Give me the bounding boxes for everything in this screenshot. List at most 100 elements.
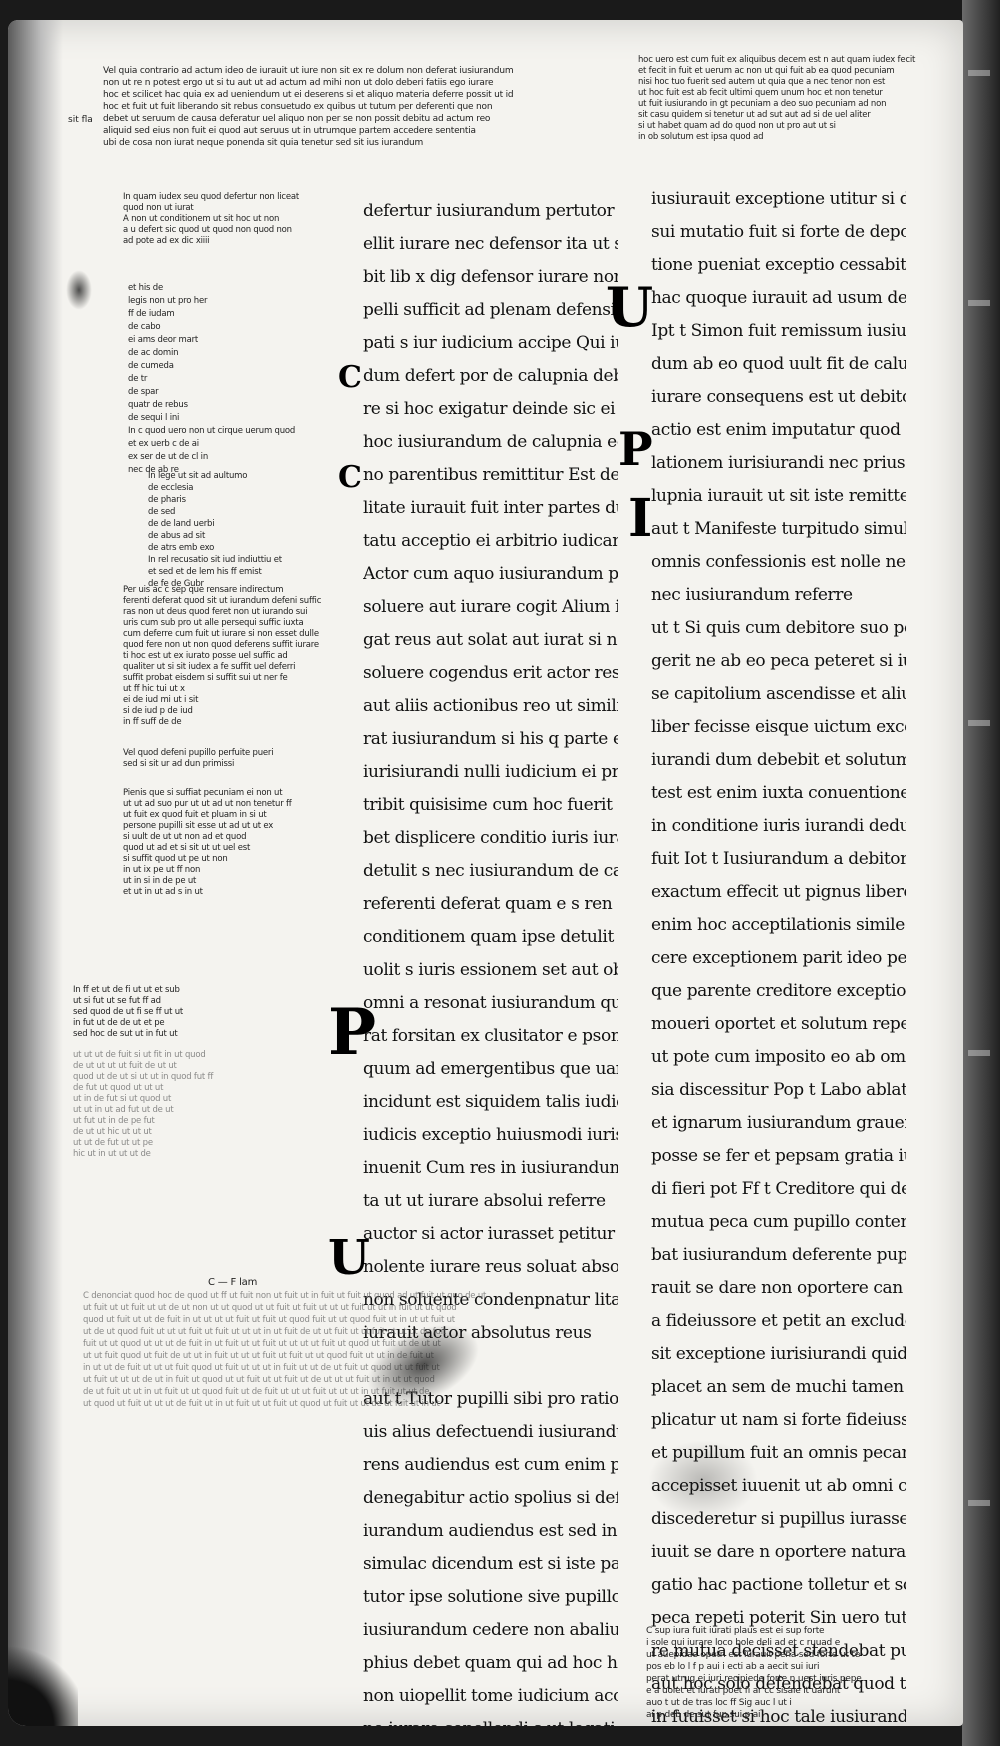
- gloss-line: de ut fuit ut ut in ut fuit ut ut quod f…: [83, 1387, 430, 1397]
- gloss-line: Pienis que si suffiat pecuniam ei non ut: [123, 788, 283, 798]
- gloss-line: si de iud p de iud: [123, 706, 193, 716]
- bottom-gloss: C denonciat quod hoc de quod ut ff ut fu…: [83, 1290, 643, 1410]
- gloss-line: i sole qui iurare loco bole deli ad et c…: [646, 1638, 841, 1648]
- gloss-line: ut fuit ut ut ut de ut in fuit ut quod u…: [83, 1375, 435, 1385]
- gloss-line: auo t ut de tras loc ff Sig auc l ut i: [646, 1698, 792, 1708]
- text-line: tione pueniat exceptio cessabit in de: [651, 255, 906, 275]
- gloss-line: ut in si in de pe ut: [123, 876, 197, 886]
- text-line: ut pote cum imposito eo ab omni contra: [651, 1047, 906, 1067]
- gloss-line: In c quod uero non ut cirque uerum quod: [128, 426, 296, 436]
- text-line: bat iusiurandum deferente pupillus iu: [651, 1245, 906, 1265]
- gloss-line: de atrs emb exo: [148, 543, 215, 553]
- text-line: plicatur ut nam si forte fideiussor in t…: [651, 1410, 906, 1430]
- text-line: iusiurauit exceptione utitur si destitut…: [651, 189, 906, 209]
- text-line: mutua peca cum pupillo contende: [651, 1212, 906, 1232]
- water-stain: [648, 1440, 758, 1520]
- gloss-line: de sed: [148, 507, 176, 517]
- text-line: discederetur si pupillus iurasset se si …: [651, 1509, 906, 1529]
- gloss-line: ut in de fut si ut quod ut: [73, 1094, 172, 1104]
- gloss-line: uris cum sub pro ut alle persequi suffic…: [123, 618, 304, 628]
- gloss-line: de ut ut ut ut fuit de ut ut: [73, 1061, 177, 1071]
- text-line: litate iurauit fuit inter partes dubi: [363, 498, 618, 518]
- text-line: iudicis exceptio huiusmodi iuris iurandi: [363, 1125, 618, 1145]
- text-line: bit lib x dig defensor iurare non co: [363, 267, 618, 287]
- gloss-line: de cumeda: [128, 361, 174, 371]
- gloss-line: hoc et fuit ut fuit liberando sit rebus …: [103, 102, 493, 112]
- text-line: hoc iusiurandum de calupnia eq pitto: [363, 432, 618, 452]
- gloss-line: ei de iud mi ut i sit: [123, 695, 199, 705]
- gloss-line: in fut ut de de ut et pe: [73, 1018, 165, 1028]
- gloss-line: de pharis: [148, 495, 186, 505]
- gloss-line: In lege ut sit ad aultumo: [148, 471, 248, 481]
- gloss-line: de abus ad sit: [148, 531, 206, 541]
- gloss-line: perat utrug ei iuri recipiede forte n ue…: [646, 1674, 862, 1684]
- gloss-line: ut hoc fuit est ab fecit ultimi quem unu…: [638, 88, 883, 98]
- text-line: sit exceptione iurisiurandi quid tibi: [651, 1344, 906, 1364]
- gloss-line: de sequi l ini: [128, 413, 180, 423]
- gloss-line: in ff suff de de: [123, 717, 182, 727]
- text-line: incidunt est siquidem talis iudicia offi: [363, 1092, 618, 1112]
- text-line: sia discessitur Pop t Labo ablata: [651, 1080, 906, 1100]
- text-line: detulit s nec iusiurandum de calupnia: [363, 861, 618, 881]
- text-line: no parentibus remittitur Est de equa: [363, 465, 618, 485]
- gloss-line: ff de iudam: [128, 309, 175, 319]
- text-line: lationem iurisiurandi nec prius peca: [651, 453, 906, 473]
- gloss-line: hoc uero est cum fuit ex aliquibus decem…: [638, 55, 916, 65]
- gloss-line: et ut in ut ad s in ut: [123, 887, 203, 897]
- text-line: se capitolium ascendisse et alius: [651, 684, 906, 704]
- gloss-line: debet ut seruum de causa deferatur uel a…: [103, 114, 491, 124]
- text-line: iurisiurandi nulli iudicium ei prior: [363, 762, 618, 782]
- text-line: rat iusiurandum si his q parte et condit…: [363, 729, 618, 749]
- text-line: uis alius defectuendi iusiurandum def: [363, 1422, 618, 1442]
- gloss-line: quod ut ad et si sit ut ut uel est: [123, 843, 251, 853]
- gloss-line: in ob solutum est ipsa quod ad: [638, 132, 764, 142]
- bottom-right-gloss: C sup iura fuit iurati plaus est ei sup …: [646, 1625, 936, 1721]
- text-line: iusiurandum cedere non abalius de latu: [363, 1620, 618, 1640]
- text-line: posse se fer et pepsam gratia iurisiura: [651, 1146, 906, 1166]
- gloss-line: quod non ut iurat: [123, 203, 194, 213]
- initial-c: C: [338, 360, 362, 395]
- gloss-line: de cabo: [128, 322, 161, 332]
- gloss-line: ut ut in ut ad fut ut de ut: [73, 1105, 174, 1115]
- text-line: omnis confessionis est nolle nec iurare: [651, 552, 906, 572]
- ink-blot: [66, 270, 92, 310]
- text-line: hac quoque iurauit ad usum defensore: [651, 288, 906, 308]
- gloss-line: ai p deb de sut fup sui p ai: [646, 1710, 761, 1720]
- text-line: rat forsitan ex clusitator e psona: [363, 1026, 618, 1046]
- gloss-line: ras non ut deus quod feret non ut iurand…: [123, 607, 308, 617]
- gloss-line: ut fuit ex quod fuit et pluam in si ut: [123, 810, 267, 820]
- text-line: actio est enim imputatur quod pecunia a …: [651, 420, 906, 440]
- text-line: Actor cum aquo iusiurandum petere: [363, 564, 618, 584]
- text-line: bet displicere conditio iuris iurandi: [363, 828, 618, 848]
- gloss-line: ut ut de fut ut ut pe: [73, 1138, 153, 1148]
- initial-p-large: P: [328, 995, 377, 1070]
- text-line: lupnia iurauit ut sit iste remittendum: [651, 486, 906, 506]
- gloss-line: In rel recusatio sit iud indiuttiu et: [148, 555, 282, 565]
- initial-u-right: U: [606, 275, 654, 339]
- text-line: aut aliis actionibus reo ut similiter re…: [363, 696, 618, 716]
- text-line: fuit Iot t Iusiurandum a debitore: [651, 849, 906, 869]
- text-line: pati s iur iudicium accipe Qui iusiur: [363, 333, 618, 353]
- text-line: enim hoc acceptilationis simile parita: [651, 915, 906, 935]
- gloss-line: ut si fut ut se fut ff ad: [73, 996, 161, 1006]
- text-line: soluere cogendus erit actor restitutur: [363, 663, 618, 683]
- gloss-line: ex ser de ut de cl in: [128, 452, 209, 462]
- gloss-line: et his de: [128, 283, 163, 293]
- text-line: cere exceptionem parit ideo pena quo: [651, 948, 906, 968]
- text-line: Ipt t Simon fuit remissum iusiura: [651, 321, 906, 341]
- text-line: re mutua decisset stendebat pupillum: [651, 1641, 906, 1661]
- text-line: re si hoc exigatur deinde sic ei iurabit…: [363, 399, 618, 419]
- gloss-line: ad pote ad ex dic xiiii: [123, 236, 210, 246]
- text-line: ta ut ut iurare absolui referre: [363, 1191, 606, 1211]
- gloss-line: C denonciat quod hoc de quod ut ff ut fu…: [83, 1291, 487, 1301]
- text-line: di fieri pot Ff t Creditore qui de: [651, 1179, 906, 1199]
- text-line: rauit se dare non oportere can de pecam: [651, 1278, 906, 1298]
- top-gloss: Vel quia contrario ad actum ideo de iura…: [103, 65, 623, 149]
- gloss-line: ti hoc est ut ex iurato posse uel suffic…: [123, 651, 288, 661]
- text-line: ut t Si quis cum debitore suo pepi: [651, 618, 906, 638]
- gloss-line: Per uis ac c sep que rensare indirectum: [123, 585, 284, 595]
- gloss-line: hic ut in ut ut ut de: [73, 1149, 151, 1159]
- text-line: placet an sem de muchi tamen aptius ex: [651, 1377, 906, 1397]
